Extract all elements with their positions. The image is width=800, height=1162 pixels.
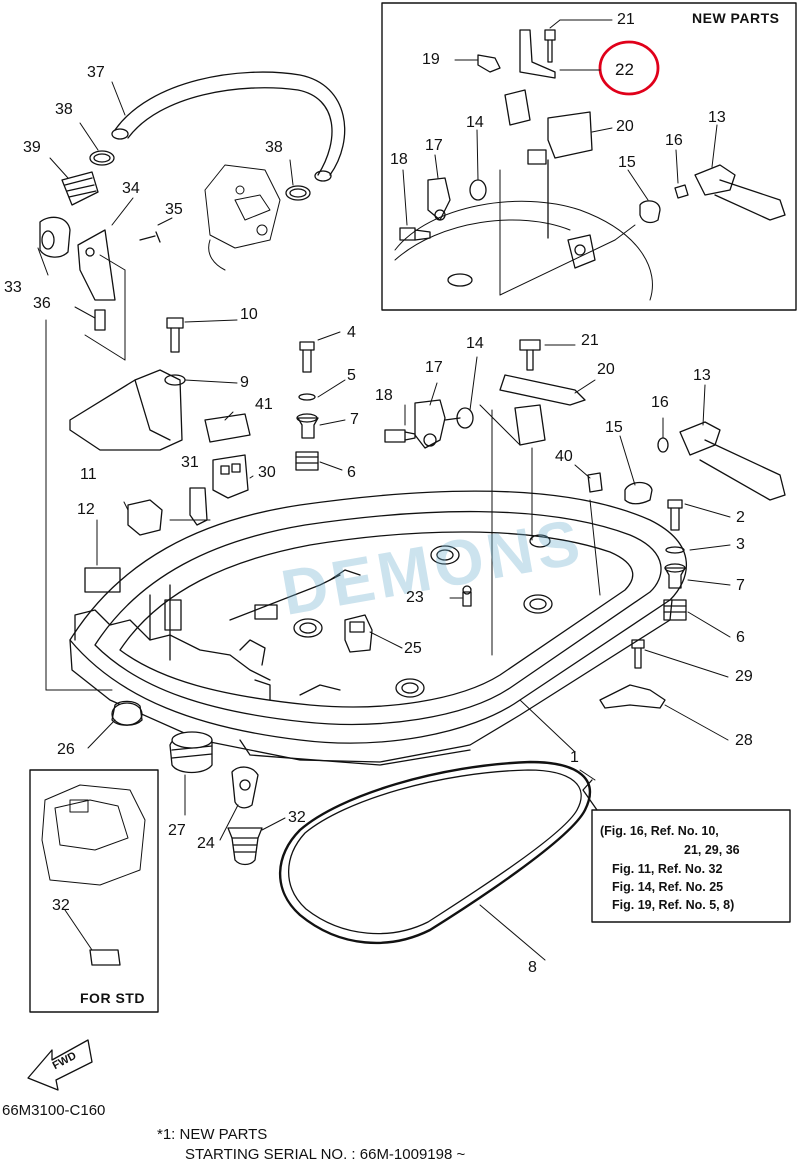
callout-27: 27	[168, 822, 186, 839]
callout-34: 34	[122, 180, 140, 197]
callout-3: 3	[736, 536, 745, 553]
callout-6-right: 6	[736, 629, 745, 646]
parts-13-16-drawing	[624, 421, 786, 505]
callout-25: 25	[404, 640, 422, 657]
parts-11-12-drawing	[84, 499, 163, 593]
for-std-drawing	[41, 784, 146, 966]
callout-38-right: 38	[265, 139, 283, 156]
part-20-drawing	[499, 339, 586, 446]
callout-41: 41	[255, 396, 273, 413]
parts-4-7-drawing	[295, 341, 319, 471]
callout-8: 8	[528, 959, 537, 976]
fwd-arrow-icon	[27, 1039, 93, 1091]
callout-32-std: 32	[52, 897, 70, 914]
callout-20: 20	[597, 361, 615, 378]
callout-16: 16	[651, 394, 669, 411]
callout-15: 15	[605, 419, 623, 436]
callout-33: 33	[4, 279, 22, 296]
callout-32: 32	[288, 809, 306, 826]
note-line-1: (Fig. 16, Ref. No. 10,	[600, 824, 719, 838]
callout-22: 22	[615, 60, 634, 79]
callout-13: 13	[693, 367, 711, 384]
callout-4: 4	[347, 324, 356, 341]
note-line-3: Fig. 11, Ref. No. 32	[612, 862, 723, 876]
callout-14: 14	[466, 335, 484, 352]
note-box	[591, 809, 791, 923]
new-parts-box	[381, 2, 797, 311]
callout-10: 10	[240, 306, 258, 323]
callout-38-left: 38	[55, 101, 73, 118]
new-parts-title: NEW PARTS	[692, 10, 780, 26]
callout-30: 30	[258, 464, 276, 481]
hose-clips-drawing	[89, 150, 311, 201]
part-24-drawing	[231, 766, 259, 809]
callout-2: 2	[736, 509, 745, 526]
callout-13-new: 13	[708, 109, 726, 126]
footnote-line-2: STARTING SERIAL NO. : 66M-1009198 ~	[185, 1146, 466, 1162]
new-parts-leaders	[402, 19, 718, 296]
parts-30-31-drawing	[189, 413, 603, 526]
callout-19: 19	[422, 51, 440, 68]
callout-6-left: 6	[347, 464, 356, 481]
callout-16-new: 16	[665, 132, 683, 149]
callout-28: 28	[735, 732, 753, 749]
part-25-drawing	[344, 614, 373, 653]
new-parts-drawing	[394, 29, 786, 301]
for-std-box	[29, 769, 159, 1013]
callout-18: 18	[375, 387, 393, 404]
callout-31: 31	[181, 454, 199, 471]
callout-7-right: 7	[736, 577, 745, 594]
footnote-line-1: *1: NEW PARTS	[157, 1126, 268, 1143]
parts-33-39-drawing	[39, 171, 161, 331]
callout-5: 5	[347, 367, 356, 384]
for-std-title: FOR STD	[80, 990, 145, 1006]
highlight-circle	[598, 40, 660, 96]
callout-24: 24	[197, 835, 215, 852]
callout-17-new: 17	[425, 137, 443, 154]
callout-12: 12	[77, 501, 95, 518]
callout-40: 40	[555, 448, 573, 465]
callout-20-new: 20	[616, 118, 634, 135]
note-line-5: Fig. 19, Ref. No. 5, 8)	[612, 898, 735, 912]
part-23-drawing	[462, 585, 472, 607]
note-line-4: Fig. 14, Ref. No. 25	[612, 880, 724, 894]
callout-26: 26	[57, 741, 75, 758]
callout-29: 29	[735, 668, 753, 685]
callout-39: 39	[23, 139, 41, 156]
bottom-cowling-drawing	[69, 490, 688, 766]
parts-2-7-drawing	[663, 499, 687, 621]
parts-28-29-drawing	[599, 639, 666, 709]
callout-36: 36	[33, 295, 51, 312]
part-27-drawing	[169, 731, 213, 774]
parts-9-10-drawing	[69, 317, 186, 451]
leader-lines	[37, 81, 731, 961]
fuel-hose-drawing	[111, 71, 346, 182]
note-line-2: 21, 29, 36	[684, 843, 740, 857]
seal-ring-drawing	[278, 760, 591, 945]
callout-23: 23	[406, 589, 424, 606]
callout-1: 1	[570, 749, 579, 766]
callout-15-new: 15	[618, 154, 636, 171]
part-32-drawing	[227, 827, 263, 866]
callout-35: 35	[165, 201, 183, 218]
callout-37: 37	[87, 64, 105, 81]
part-26-drawing	[111, 700, 143, 726]
callout-17: 17	[425, 359, 443, 376]
parts-14-18-drawing	[384, 399, 474, 449]
callout-21-new: 21	[617, 11, 635, 28]
callout-11: 11	[80, 466, 97, 483]
callout-21: 21	[581, 332, 599, 349]
callout-7-left: 7	[350, 411, 359, 428]
diagram-code: 66M3100-C160	[2, 1102, 106, 1119]
callout-18-new: 18	[390, 151, 408, 168]
callout-9: 9	[240, 374, 249, 391]
callout-14-new: 14	[466, 114, 484, 131]
carb-sketch-drawing	[204, 164, 281, 271]
